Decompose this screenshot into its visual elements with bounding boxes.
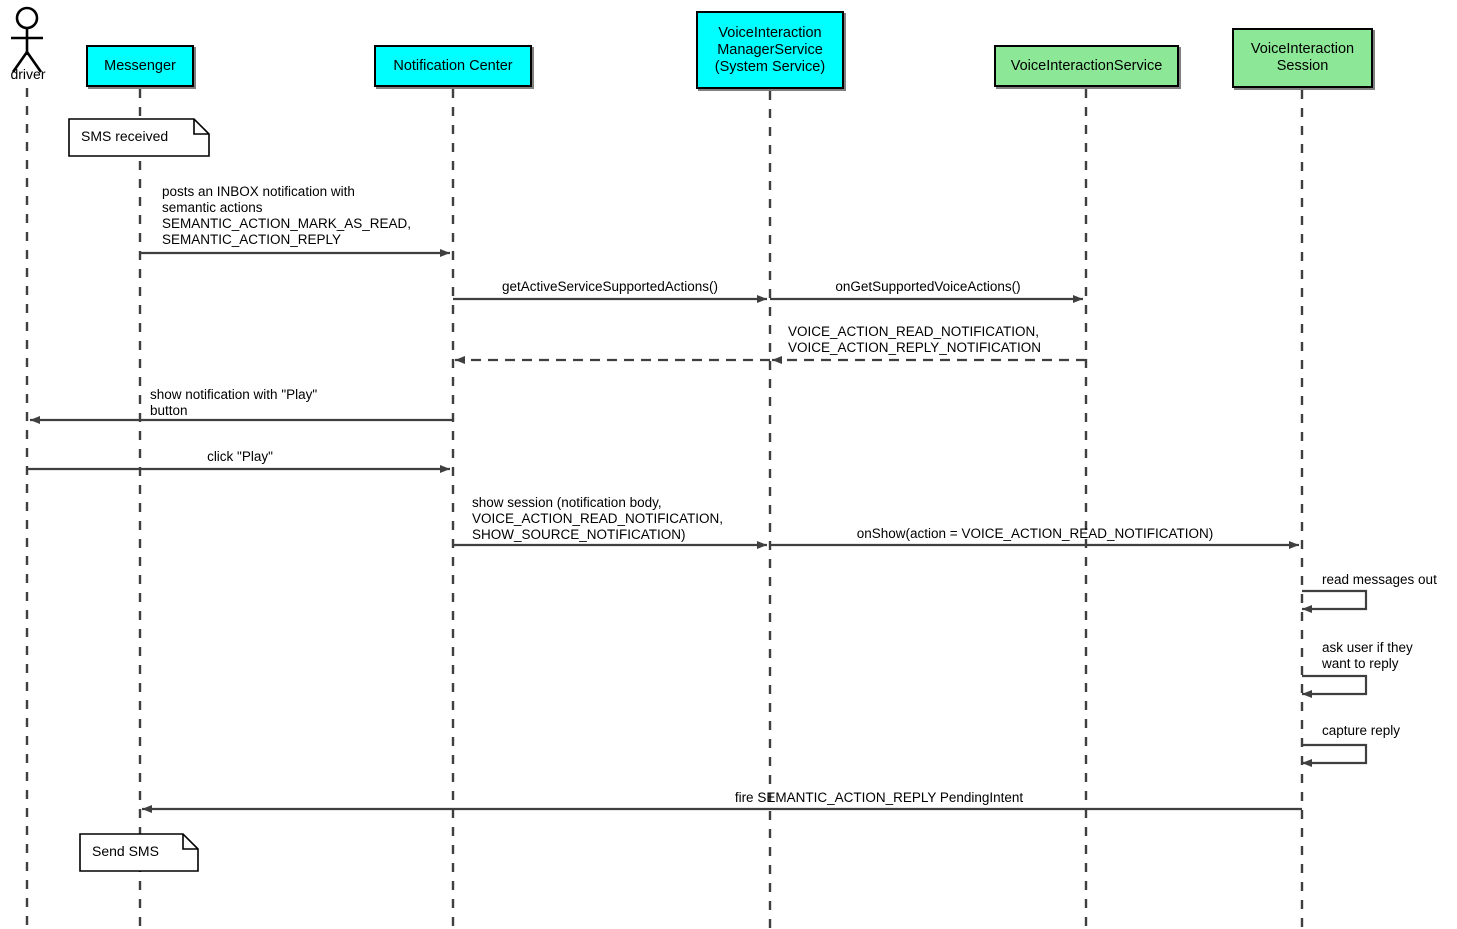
notes-group	[68, 118, 210, 872]
note-sms-received-shape	[68, 118, 210, 157]
self-messages-group	[1302, 589, 1368, 767]
note-sms-received-fold-corner	[193, 119, 209, 135]
messages-group	[27, 249, 1302, 813]
msg-return-voice-actions-to-manager-label: VOICE_ACTION_READ_NOTIFICATION, VOICE_AC…	[788, 324, 1042, 355]
self-msg-read-messages-out-loop	[1302, 589, 1368, 613]
msg-click-play-label: click "Play"	[207, 449, 273, 464]
note-send-sms-text: Send SMS	[92, 843, 159, 859]
self-msg-capture-reply-label: capture reply	[1322, 723, 1401, 738]
actor-stick-figure	[11, 6, 43, 73]
msg-get-active-service-supported-actions-label: getActiveServiceSupportedActions()	[501, 279, 719, 294]
msg-fire-semantic-action-reply-pendingintent-label: fire SEMANTIC_ACTION_REPLY PendingIntent	[734, 790, 1024, 805]
self-msg-read-messages-out-label: read messages out	[1322, 572, 1437, 587]
msg-post-inbox-notification-label: posts an INBOX notification with semanti…	[162, 184, 412, 247]
self-msg-capture-reply-loop	[1302, 743, 1368, 767]
msg-show-session-label: show session (notification body, VOICE_A…	[472, 495, 724, 542]
msg-on-show-label: onShow(action = VOICE_ACTION_READ_NOTIFI…	[856, 526, 1214, 541]
participant-label: VoiceInteraction ManagerService (System …	[714, 24, 826, 75]
note-sms-received-text: SMS received	[81, 128, 169, 144]
participant-label: Notification Center	[393, 57, 513, 74]
msg-on-get-supported-voice-actions-label: onGetSupportedVoiceActions()	[835, 279, 1021, 294]
participant-label: Messenger	[104, 57, 176, 74]
participant-label: VoiceInteraction Session	[1250, 41, 1355, 74]
self-msg-ask-user-if-they-want-to-reply-loop	[1302, 674, 1368, 698]
self-msg-ask-user-if-they-want-to-reply-label: ask user if they want to reply	[1322, 640, 1413, 671]
participant-label: VoiceInteractionService	[1010, 57, 1163, 74]
participant-notification-center[interactable]: Notification Center	[374, 45, 532, 87]
participant-voice-interaction-manager-service[interactable]: VoiceInteraction ManagerService (System …	[696, 11, 844, 89]
participant-messenger[interactable]: Messenger	[86, 45, 194, 87]
lifelines-group	[25, 88, 1304, 929]
note-send-sms-fold-corner	[182, 834, 198, 850]
note-send-sms-shape	[79, 833, 199, 872]
actor-label-driver: driver	[10, 66, 46, 82]
participant-voice-interaction-service[interactable]: VoiceInteractionService	[994, 45, 1179, 87]
msg-show-notification-with-play-button-label: show notification with "Play" button	[150, 387, 318, 418]
participant-voice-interaction-session[interactable]: VoiceInteraction Session	[1232, 28, 1373, 88]
